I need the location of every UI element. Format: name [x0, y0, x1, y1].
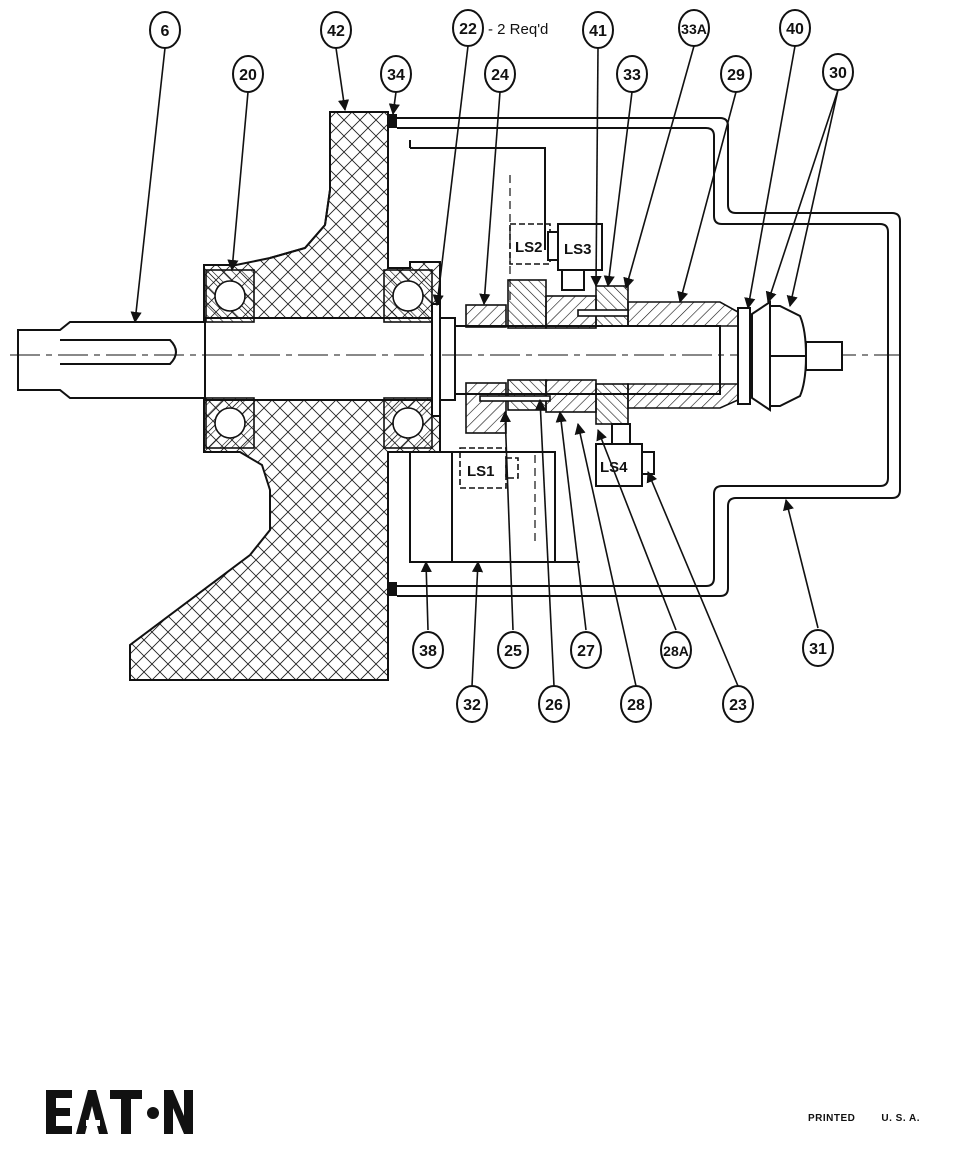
ls3-label: LS3 — [564, 241, 592, 258]
svg-text:20: 20 — [239, 67, 257, 84]
snap-ring — [431, 303, 441, 417]
limit-switch-ls4 — [595, 423, 655, 487]
callout-27: 27 — [570, 631, 602, 669]
svg-text:22: 22 — [459, 21, 477, 38]
callout-33A: 33A — [678, 9, 710, 47]
callout-24: 24 — [484, 55, 516, 93]
svg-text:29: 29 — [727, 67, 745, 84]
callout-30: 30 — [822, 53, 854, 91]
ls2-label: LS2 — [515, 239, 543, 256]
footer-printed: PRINTED — [808, 1113, 856, 1124]
callout-34: 34 — [380, 55, 412, 93]
svg-text:40: 40 — [786, 21, 804, 38]
callout-40: 40 — [779, 9, 811, 47]
svg-text:38: 38 — [419, 643, 437, 660]
gasket-bottom — [388, 582, 397, 596]
input-shaft — [17, 317, 721, 401]
callout-6: 6 — [149, 11, 181, 49]
callout-31: 31 — [802, 629, 834, 667]
svg-text:30: 30 — [829, 65, 847, 82]
callout-38: 38 — [412, 631, 444, 669]
svg-text:24: 24 — [491, 67, 509, 84]
svg-text:25: 25 — [504, 643, 522, 660]
limit-switch-ls3 — [547, 223, 603, 291]
svg-text:41: 41 — [589, 23, 607, 40]
nuts — [751, 300, 843, 412]
callout-26: 26 — [538, 685, 570, 723]
eaton-logo — [46, 1090, 193, 1134]
svg-text:28A: 28A — [663, 643, 689, 659]
svg-text:6: 6 — [161, 23, 170, 40]
svg-text:34: 34 — [387, 67, 405, 84]
svg-text:32: 32 — [463, 697, 481, 714]
bearing-right — [383, 269, 433, 449]
bearing-left — [205, 269, 255, 449]
callout-33: 33 — [616, 55, 648, 93]
callout-41: 41 — [582, 11, 614, 49]
svg-text:42: 42 — [327, 23, 345, 40]
svg-text:27: 27 — [577, 643, 595, 660]
limit-switch-ls1 — [459, 447, 519, 489]
callout-22: 22 — [452, 9, 484, 47]
callout-42: 42 — [320, 11, 352, 49]
ls1-label: LS1 — [467, 463, 495, 480]
ls4-label: LS4 — [600, 459, 628, 476]
svg-text:23: 23 — [729, 697, 747, 714]
svg-text:26: 26 — [545, 697, 563, 714]
footer-printed-usa: PRINTED U. S. A. — [808, 1113, 920, 1124]
svg-text:31: 31 — [809, 641, 827, 658]
callout-25: 25 — [497, 631, 529, 669]
svg-text:33A: 33A — [681, 21, 707, 37]
note-22-quantity: - 2 Req'd — [488, 21, 548, 38]
svg-text:28: 28 — [627, 697, 645, 714]
svg-text:33: 33 — [623, 67, 641, 84]
callout-23: 23 — [722, 685, 754, 723]
leader-lines — [130, 45, 839, 687]
callout-20: 20 — [232, 55, 264, 93]
cam-stack — [465, 279, 739, 434]
callout-32: 32 — [456, 685, 488, 723]
callout-28A: 28A — [660, 631, 692, 669]
callout-29: 29 — [720, 55, 752, 93]
gasket-top — [388, 114, 397, 128]
callout-28: 28 — [620, 685, 652, 723]
footer-country: U. S. A. — [881, 1113, 921, 1124]
lock-washer — [737, 307, 751, 405]
